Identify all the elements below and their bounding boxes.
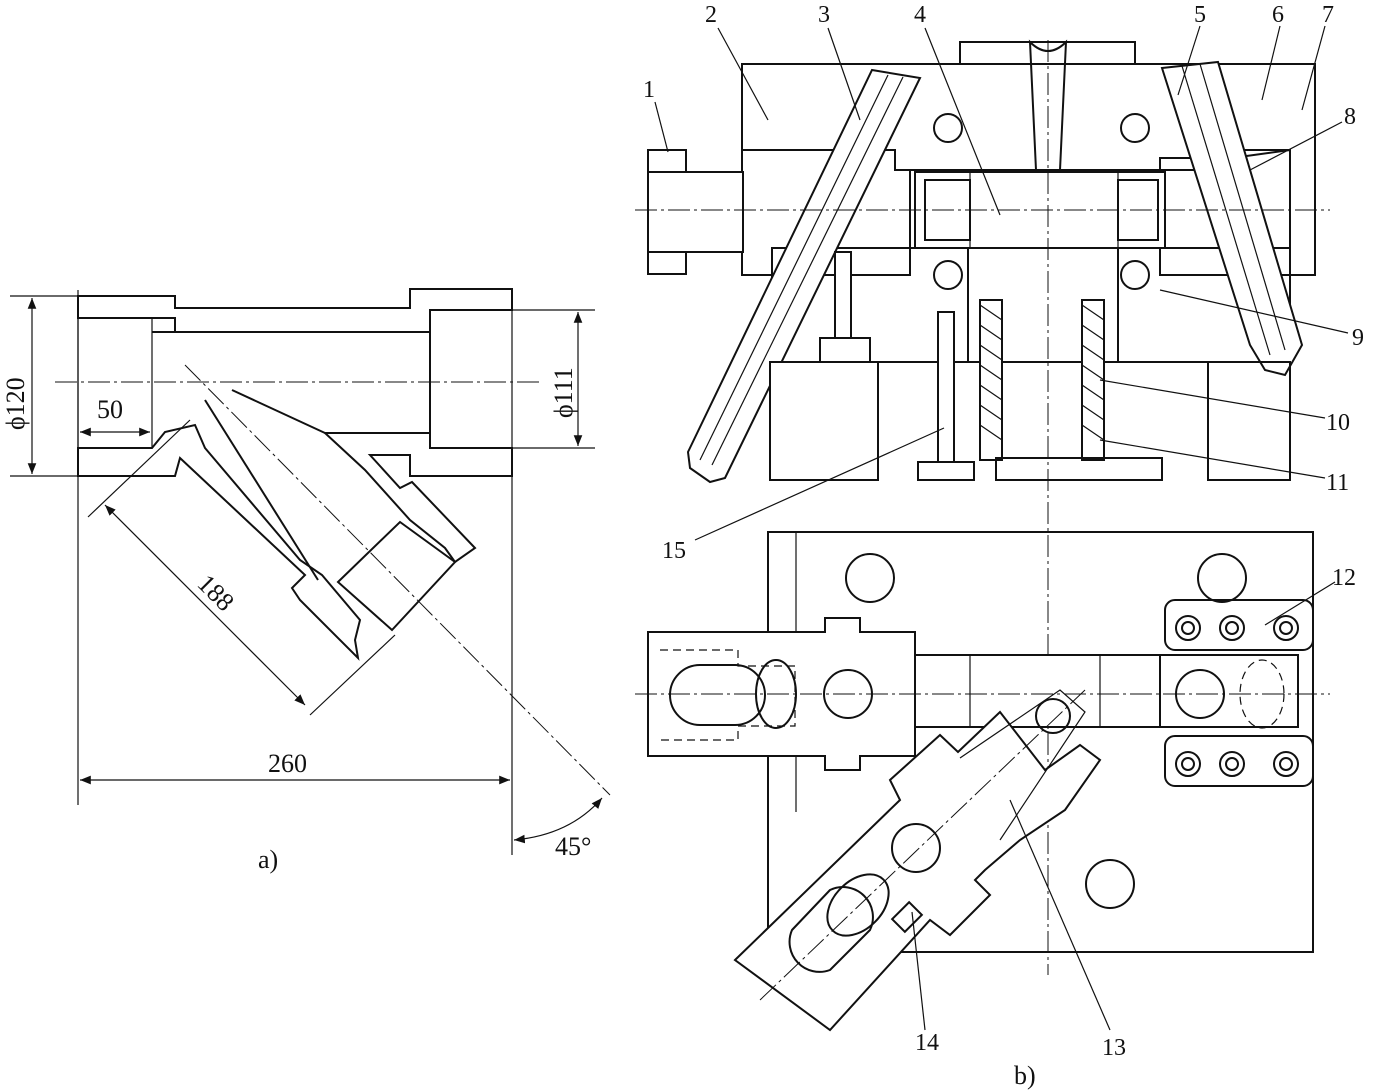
part-label-8: 8	[1344, 104, 1356, 130]
view-b-mould-plan	[635, 531, 1330, 1032]
view-a-part-drawing: ϕ120 ϕ111 50 188 260 45° a)	[1, 288, 611, 874]
part-label-11: 11	[1326, 470, 1349, 496]
part-label-14: 14	[915, 1030, 939, 1056]
dim-diameter-left: ϕ120	[1, 377, 30, 430]
pipe-bottom-wall-right	[322, 432, 513, 564]
left-slide	[741, 149, 911, 276]
part-label-3: 3	[818, 2, 830, 28]
dim-branch-length: 188	[192, 569, 240, 617]
dim-overall-length: 260	[268, 749, 307, 778]
part-label-1: 1	[643, 77, 655, 103]
pipe-bottom-wall-left	[77, 423, 362, 661]
part-label-4: 4	[914, 2, 926, 28]
part-label-6: 6	[1272, 2, 1284, 28]
part-label-5: 5	[1194, 2, 1206, 28]
dim-socket-depth: 50	[97, 395, 123, 424]
inclined-pin-left	[686, 68, 922, 484]
leader-lines	[654, 25, 1349, 1031]
part-label-13: 13	[1102, 1035, 1126, 1061]
part-number-labels: 1 2 3 4 5 6 7 8 9 10 11 12 13 14 15 b)	[643, 2, 1364, 1090]
dim-branch-angle: 45°	[555, 832, 591, 861]
dim-diameter-right: ϕ111	[549, 367, 578, 418]
part-label-2: 2	[705, 2, 717, 28]
inclined-pin-right	[1160, 60, 1304, 377]
part-label-12: 12	[1332, 565, 1356, 591]
part-label-9: 9	[1352, 325, 1364, 351]
part-label-7: 7	[1322, 2, 1334, 28]
part-label-15: 15	[662, 538, 686, 564]
pipe-left-socket	[77, 317, 153, 449]
pipe-right-socket	[430, 309, 513, 449]
view-b-mould-section	[635, 39, 1330, 975]
pipe-branch-bore	[336, 520, 457, 632]
caption-b: b)	[1014, 1061, 1036, 1090]
part-label-10: 10	[1326, 410, 1350, 436]
caption-a: a)	[258, 845, 278, 874]
